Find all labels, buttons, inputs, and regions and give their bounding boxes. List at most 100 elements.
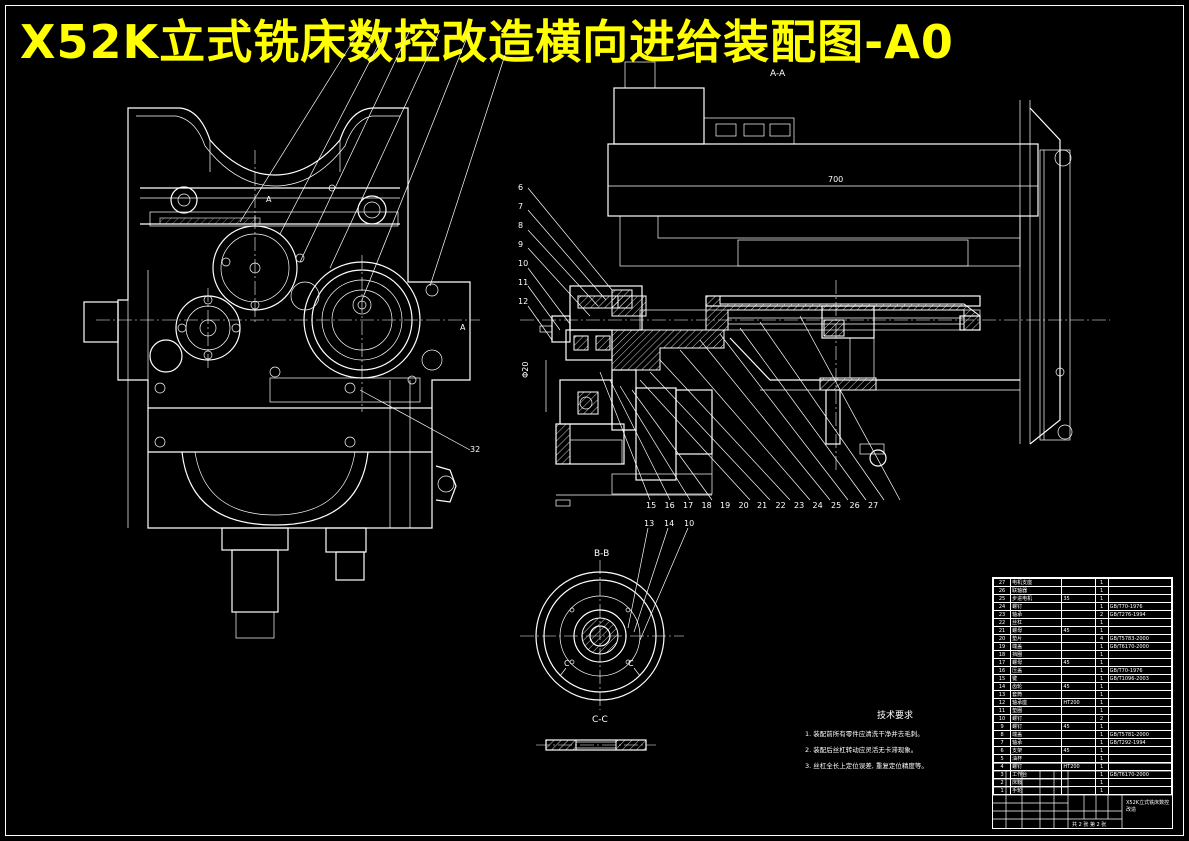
section-aa-view: A-A 700 xyxy=(520,61,1110,507)
bom-cell-std xyxy=(1107,786,1173,795)
balloon-number: 12 xyxy=(518,297,528,306)
balloon-number: 13 xyxy=(644,519,654,528)
bom-cell-mat xyxy=(1061,690,1096,699)
balloon-number: 7 xyxy=(518,202,523,211)
bom-cell-no: 12 xyxy=(992,698,1012,707)
section-bb-view: B-B C C xyxy=(520,527,689,710)
bom-cell-mat xyxy=(1061,754,1096,763)
drawing-name: X52K立式铣床数控改造 xyxy=(1126,800,1170,813)
bom-cell-std: GB/T5783-2000 xyxy=(1107,634,1173,643)
bom-cell-no: 19 xyxy=(992,642,1012,651)
balloon-number: 10 xyxy=(518,259,528,268)
tech-heading: 技术要求 xyxy=(876,711,913,721)
bom-cell-name: 键 xyxy=(1010,674,1063,683)
bom-cell-no: 24 xyxy=(992,602,1012,611)
bom-cell-name: 螺钉 xyxy=(1010,714,1063,723)
bom-cell-qty: 1 xyxy=(1094,666,1109,675)
bom-cell-name: 端盖 xyxy=(1010,730,1063,739)
bom-cell-mat xyxy=(1061,738,1096,747)
bom-cell-name: 电机支座 xyxy=(1010,578,1063,587)
bom-cell-qty: 2 xyxy=(1094,610,1109,619)
bom-cell-mat xyxy=(1061,602,1096,611)
bom-cell-mat xyxy=(1061,610,1096,619)
bom-cell-std xyxy=(1107,754,1173,763)
section-aa-label: A-A xyxy=(770,69,786,79)
bom-cell-std: GB/T6170-2000 xyxy=(1107,642,1173,651)
bom-cell-mat xyxy=(1061,618,1096,627)
bom-cell-qty: 1 xyxy=(1094,722,1109,731)
bom-cell-qty: 1 xyxy=(1094,642,1109,651)
bom-cell-mat xyxy=(1061,786,1096,795)
bom-cell-no: 23 xyxy=(992,610,1012,619)
bom-cell-qty: 1 xyxy=(1094,738,1109,747)
bom-cell-no: 17 xyxy=(992,658,1012,667)
bom-cell-no: 21 xyxy=(992,626,1012,635)
balloon-number: 18 xyxy=(702,501,712,510)
balloon-number: 6 xyxy=(518,183,523,192)
bom-cell-name: 步进电机 xyxy=(1010,594,1063,603)
bom-cell-mat xyxy=(1061,578,1096,587)
bom-cell-std xyxy=(1107,746,1173,755)
balloon-number: 17 xyxy=(683,501,693,510)
bom-cell-mat xyxy=(1061,714,1096,723)
bom-cell-qty: 1 xyxy=(1094,586,1109,595)
bom-cell-name: 轴承 xyxy=(1010,610,1063,619)
bom-cell-mat: 45 xyxy=(1061,746,1096,755)
bom-cell-no: 27 xyxy=(992,578,1012,587)
bom-cell-mat xyxy=(1061,674,1096,683)
bom-cell-std xyxy=(1107,586,1173,595)
bom-cell-no: 5 xyxy=(992,754,1012,763)
balloon-number: 8 xyxy=(518,221,523,230)
bom-cell-std: GB/T276-1994 xyxy=(1107,610,1173,619)
bom-cell-name: 齿轮 xyxy=(1010,682,1063,691)
bom-cell-no: 11 xyxy=(992,706,1012,715)
bom-cell-no: 22 xyxy=(992,618,1012,627)
bom-cell-name: 油杯 xyxy=(1010,754,1063,763)
bom-cell-qty: 1 xyxy=(1094,674,1109,683)
bom-cell-qty: 1 xyxy=(1094,578,1109,587)
bom-cell-mat: 45 xyxy=(1061,682,1096,691)
bom-cell-mat xyxy=(1061,650,1096,659)
bom-cell-name: 螺钉 xyxy=(1010,602,1063,611)
left-housing-view: A A 32 xyxy=(83,29,506,639)
bom-cell-name: 挡圈 xyxy=(1010,650,1063,659)
bom-cell-name: 端盖 xyxy=(1010,642,1063,651)
c-mark-right: C xyxy=(628,659,634,668)
section-cc-view: C-C xyxy=(536,715,656,751)
bom-cell-mat xyxy=(1061,634,1096,643)
technical-requirements: 技术要求 1. 装配前所有零件应清洗干净并去毛刺。 2. 装配后丝杠转动应灵活无… xyxy=(805,708,985,774)
bom-cell-std xyxy=(1107,618,1173,627)
bom-cell-mat xyxy=(1061,706,1096,715)
bom-cell-mat xyxy=(1061,666,1096,675)
bom-cell-qty: 1 xyxy=(1094,690,1109,699)
bom-cell-no: 26 xyxy=(992,586,1012,595)
bom-cell-std xyxy=(1107,690,1173,699)
balloon-number: 15 xyxy=(646,501,656,510)
bom-cell-no: 20 xyxy=(992,634,1012,643)
bom-cell-std xyxy=(1107,594,1173,603)
balloon-number: 11 xyxy=(518,278,528,287)
bom-cell-qty: 1 xyxy=(1094,650,1109,659)
bom-cell-qty: 1 xyxy=(1094,594,1109,603)
balloon-number: 26 xyxy=(850,501,860,510)
balloon-number: 10 xyxy=(684,519,694,528)
balloon-number: 25 xyxy=(831,501,841,510)
bom-cell-name: 垫圈 xyxy=(1010,706,1063,715)
